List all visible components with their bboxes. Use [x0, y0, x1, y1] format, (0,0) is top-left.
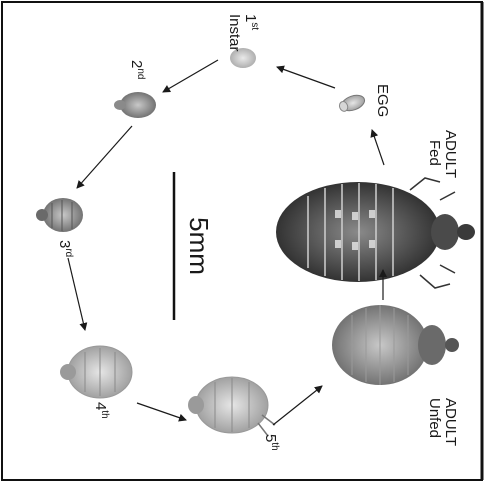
scale-label: 5mm: [184, 217, 214, 275]
adult-fed-line2: Fed: [426, 140, 443, 166]
fifth-instar-number: 5: [262, 434, 279, 442]
second-instar-suffix: nd: [135, 68, 146, 79]
adult-unfed-line2: Unfed: [426, 398, 443, 438]
third-instar-suffix: rd: [63, 248, 74, 257]
fourth-instar-suffix: th: [99, 410, 110, 418]
egg-label: EGG: [374, 84, 391, 117]
first-instar-word: Instar: [226, 14, 243, 52]
adult-fed-line1: ADULT: [442, 130, 459, 178]
fifth-instar-suffix: th: [269, 442, 280, 450]
first-instar-number: 1: [242, 14, 259, 22]
fourth-instar-number: 4: [92, 402, 109, 410]
first-instar-suffix: st: [249, 22, 260, 30]
second-instar-number: 2: [128, 60, 145, 68]
third-instar-number: 3: [56, 240, 73, 248]
adult-unfed-line1: ADULT: [442, 398, 459, 446]
